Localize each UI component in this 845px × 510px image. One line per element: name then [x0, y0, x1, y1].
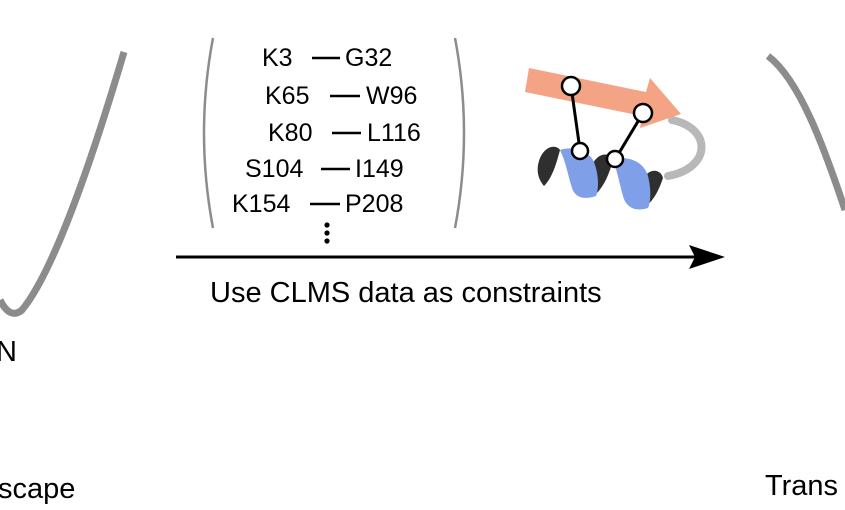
crosslink-to: W96 — [366, 82, 417, 110]
beta-strand — [525, 68, 681, 128]
right-energy-curve — [765, 53, 845, 212]
crosslink-row: K154 P208 — [232, 190, 403, 218]
crosslink-from: K80 — [268, 119, 312, 147]
left-footer-label: scape — [0, 473, 75, 505]
left-energy-curve — [0, 51, 128, 317]
crosslink-stick — [569, 85, 582, 151]
right-footer-label: Trans — [765, 470, 838, 502]
crosslink-row: K3 G32 — [262, 44, 392, 72]
helix-front-ribbon — [613, 158, 651, 210]
helix-front-ribbon — [560, 148, 598, 198]
crosslink-row: K80 L116 — [268, 119, 421, 147]
protein-loop — [664, 116, 706, 180]
crosslink-from: K3 — [262, 44, 293, 72]
protein-structure-icon — [525, 68, 706, 210]
left-state-letter: N — [0, 336, 17, 368]
crosslink-node — [605, 149, 625, 169]
crosslink-to: L116 — [367, 119, 421, 147]
crosslink-row: S104 I149 — [245, 155, 404, 183]
crosslink-node — [560, 75, 582, 97]
arrow-caption: Use CLMS data as constraints — [210, 277, 602, 309]
crosslink-to: P208 — [345, 190, 403, 218]
crosslink-node — [632, 102, 654, 124]
helix-back-segment — [537, 146, 560, 186]
left-bracket — [202, 37, 215, 229]
crosslink-from: S104 — [245, 155, 303, 183]
arrow-head-icon — [689, 245, 725, 269]
vertical-ellipsis — [324, 222, 330, 244]
crosslink-to: I149 — [355, 155, 404, 183]
crosslink-from: K65 — [265, 82, 309, 110]
crosslink-from: K154 — [232, 190, 290, 218]
right-bracket — [453, 37, 466, 229]
crosslink-row: K65 W96 — [265, 82, 417, 110]
crosslink-to: G32 — [345, 44, 392, 72]
main-arrow — [176, 245, 725, 269]
crosslink-node — [570, 141, 590, 161]
